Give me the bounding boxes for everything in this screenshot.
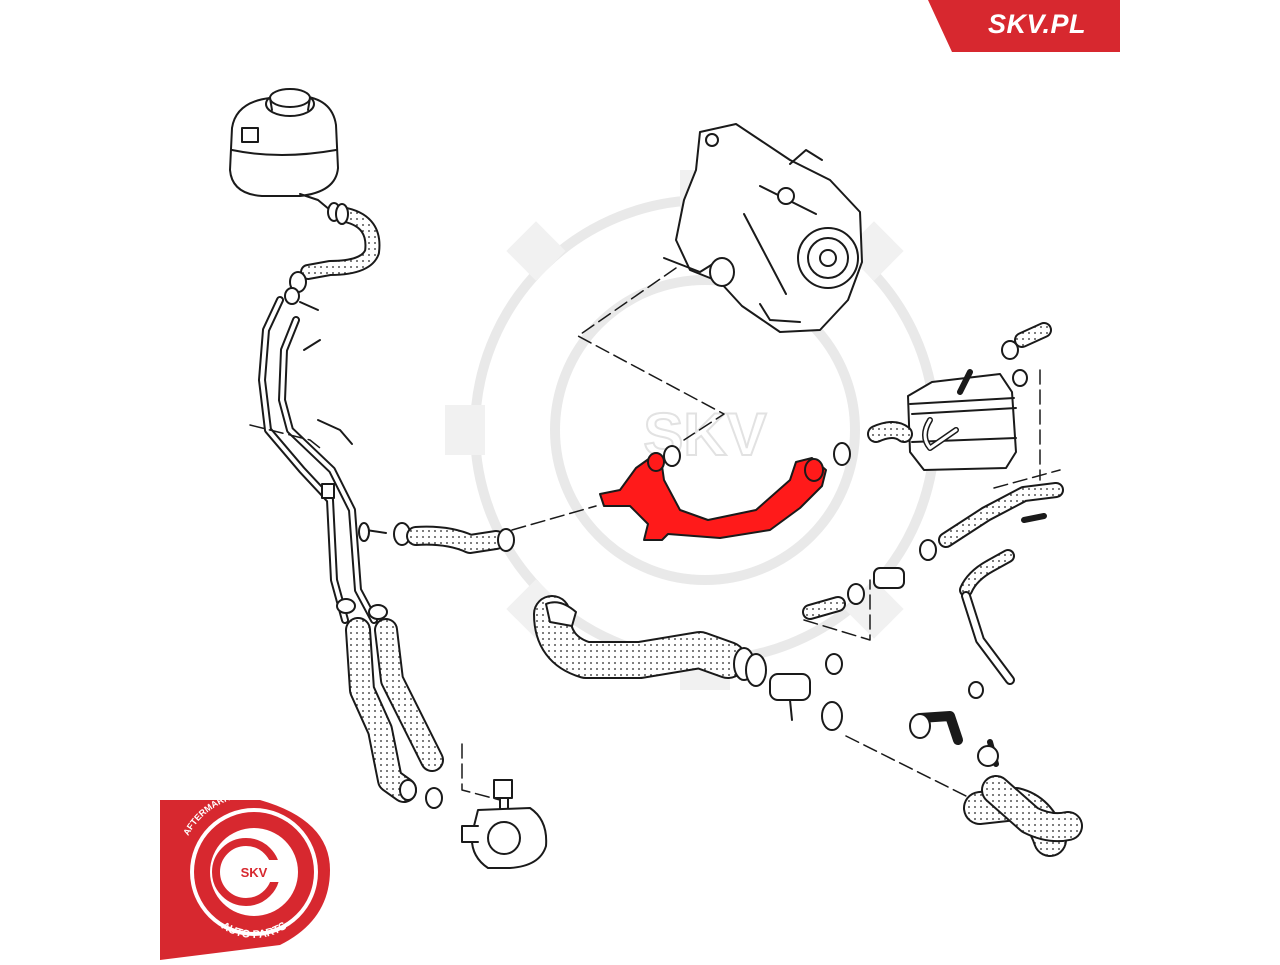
lower-left-hoses [345, 617, 444, 809]
tank-hose [284, 203, 381, 305]
lower-right-hose [909, 681, 1083, 857]
site-logo-text: SKV.PL [987, 9, 1087, 39]
site-logo-tab [928, 0, 1120, 52]
badge-center-text: SKV [241, 865, 268, 880]
middle-hose [358, 522, 515, 554]
skv-badge: SKV AFTERMARKET PRICE - OE QUALITY AUTO … [160, 788, 330, 960]
leader-lines [249, 267, 1061, 809]
coolant-pipe-highlighted [599, 445, 827, 541]
large-lower-hose [533, 595, 767, 687]
expansion-tank [229, 88, 341, 222]
right-middle-hoses [802, 482, 1064, 685]
left-rigid-pipes [258, 296, 388, 624]
auxiliary-pump [461, 779, 548, 869]
oil-cooler [907, 369, 1017, 471]
t-connector [769, 653, 843, 731]
right-upper-hoses [833, 322, 1052, 466]
water-pump-housing [663, 123, 863, 333]
